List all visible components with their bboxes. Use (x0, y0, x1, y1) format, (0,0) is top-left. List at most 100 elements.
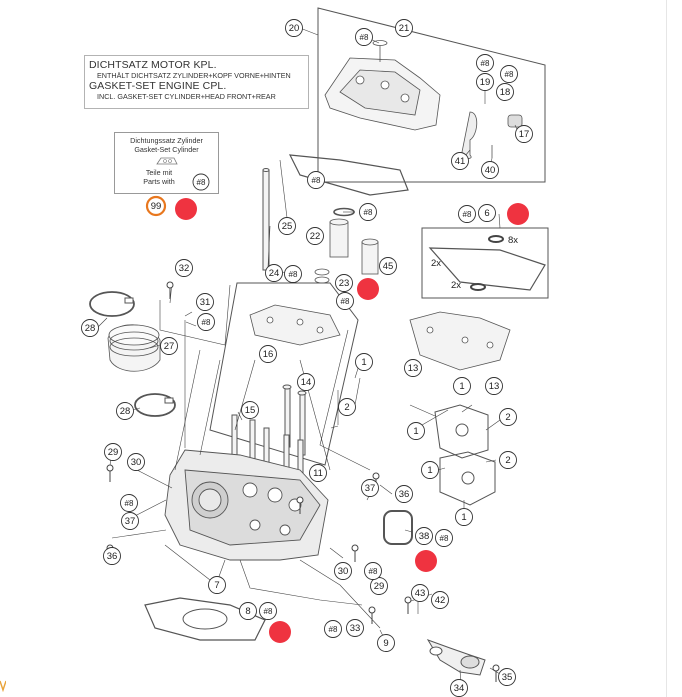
callout-text: 37 (365, 483, 376, 494)
badge-8-text: #8 (505, 70, 514, 79)
callout-1e: 1 (455, 508, 473, 526)
camshaft-section-frame (209, 282, 359, 466)
gasket-set-frame (421, 227, 549, 299)
callout-text: 43 (415, 588, 426, 599)
callout-text: 1 (427, 465, 432, 476)
callout-text: 2 (505, 455, 510, 466)
callout-text: 30 (338, 566, 349, 577)
gasket-set-line-1: Dichtungssatz Zylinder (130, 136, 203, 145)
badge-8: #8 (120, 494, 138, 512)
callout-25: 25 (278, 217, 296, 235)
callout-text: 7 (214, 580, 219, 591)
note-line-1: DICHTSATZ MOTOR KPL. (89, 59, 217, 71)
badge-8-text: #8 (360, 33, 369, 42)
callout-21: 21 (395, 19, 413, 37)
callout-text: 31 (200, 297, 211, 308)
callout-24: 24 (265, 264, 283, 282)
red-marker[interactable] (415, 550, 437, 572)
callout-29a: 29 (104, 443, 122, 461)
gasket-set-line-2: Gasket-Set Cylinder (134, 144, 199, 154)
gasket-set-engine-note: DICHTSATZ MOTOR KPL. ENTHÄLT DICHTSATZ Z… (84, 55, 309, 109)
badge-8-text: #8 (312, 176, 321, 185)
valves (231, 384, 307, 486)
callout-1c: 1 (407, 422, 425, 440)
callout-45: 45 (379, 257, 397, 275)
callout-text: 13 (489, 381, 500, 392)
callout-text: 13 (408, 363, 419, 374)
callout-text: 29 (108, 447, 119, 458)
badge-8: #8 (259, 602, 277, 620)
callout-7: 7 (208, 576, 226, 594)
callout-20: 20 (285, 19, 303, 37)
callout-8: 8 (239, 602, 257, 620)
callout-text: 42 (435, 595, 446, 606)
badge-8-text: #8 (264, 607, 273, 616)
callout-text: 8 (245, 606, 250, 617)
badge-8: #8 (284, 265, 302, 283)
callout-text: 30 (131, 457, 142, 468)
red-marker[interactable] (175, 198, 197, 220)
red-marker[interactable] (357, 278, 379, 300)
gasket-1-2 (434, 404, 496, 506)
badge-8: #8 (476, 54, 494, 72)
callout-text: 20 (289, 23, 300, 34)
callout-text: 1 (361, 357, 366, 368)
callout-35: 35 (498, 668, 516, 686)
badge-8-text: #8 (202, 318, 211, 327)
cover-gasket (288, 154, 409, 196)
callout-41: 41 (451, 152, 469, 170)
tappet-22 (314, 207, 379, 284)
badge-8: #8 (435, 529, 453, 547)
callout-text: 28 (120, 406, 131, 417)
intake-hose-27 (107, 324, 161, 372)
camshaft-carrier (249, 304, 341, 346)
badge-8-text: #8 (364, 208, 373, 217)
badge-8-text: #8 (289, 270, 298, 279)
callout-text: 99 (151, 201, 162, 212)
page-edge-divider (666, 0, 667, 697)
gasket-set-cylinder-box: Dichtungssatz Zylinder Gasket-Set Cylind… (114, 132, 219, 194)
callout-43: 43 (411, 584, 429, 602)
callout-text: 41 (455, 156, 466, 167)
cover-assembly-frame (317, 7, 546, 183)
quantity-label: 2x (451, 280, 461, 291)
badge-8: #8 (364, 562, 382, 580)
callout-30b: 30 (334, 562, 352, 580)
seal-38 (383, 510, 413, 545)
callout-1d: 1 (421, 461, 439, 479)
callout-13b: 13 (485, 377, 503, 395)
gasket-set-line-3: Teile mit (145, 168, 173, 177)
callout-1b: 1 (453, 377, 471, 395)
callout-text: 9 (383, 638, 388, 649)
callout-23: 23 (335, 274, 353, 292)
callout-16: 16 (259, 345, 277, 363)
callout-27: 27 (160, 337, 178, 355)
red-marker[interactable] (269, 621, 291, 643)
badge-8-text: #8 (329, 625, 338, 634)
callout-text: 15 (245, 405, 256, 416)
red-marker[interactable] (507, 203, 529, 225)
callout-31: 31 (196, 293, 214, 311)
callout-text: 23 (339, 278, 350, 289)
note-line-3: GASKET-SET ENGINE CPL. (89, 80, 227, 92)
callout-19: 19 (476, 73, 494, 91)
callout-2c: 2 (499, 451, 517, 469)
quantity-label: 2x (431, 258, 441, 269)
callout-text: 21 (399, 23, 410, 34)
note-line-2: ENTHÄLT DICHTSATZ ZYLINDER+KOPF VORNE+HI… (97, 71, 291, 80)
callout-text: 38 (419, 531, 430, 542)
callout-text: 22 (310, 231, 321, 242)
callout-36b: 36 (103, 547, 121, 565)
callout-37a: 37 (361, 479, 379, 497)
callout-17: 17 (515, 125, 533, 143)
gasket-6 (428, 247, 546, 291)
callout-32: 32 (175, 259, 193, 277)
badge-8: #8 (355, 28, 373, 46)
callout-text: 28 (85, 323, 96, 334)
badge-8-text: #8 (463, 210, 472, 219)
callout-text: 1 (459, 381, 464, 392)
callout-2b: 2 (499, 408, 517, 426)
badge-8: #8 (324, 620, 342, 638)
